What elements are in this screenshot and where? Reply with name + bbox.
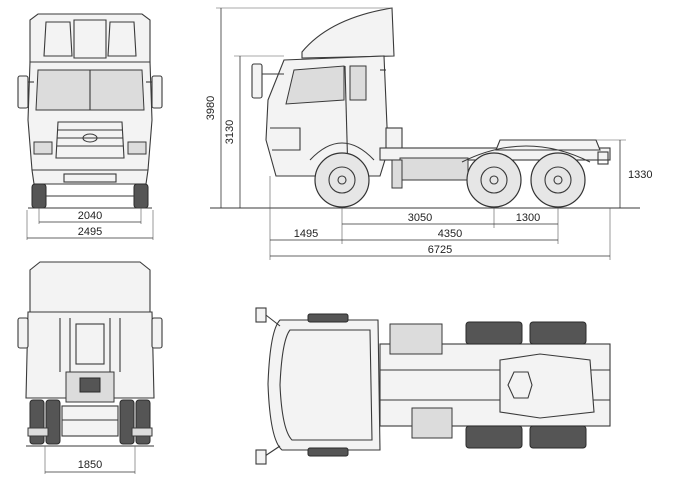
front-width-dimensions (26, 208, 154, 240)
rear-track-dimension (44, 446, 136, 474)
dim-front-track: 2040 (78, 210, 102, 222)
dim-wheelbase: 4350 (438, 228, 462, 240)
side-length-dimensions (269, 176, 611, 260)
front-view (17, 13, 163, 209)
dim-rear-track: 1850 (78, 459, 102, 471)
dim-overall-width: 2495 (78, 226, 102, 238)
side-height-dimensions (216, 7, 626, 208)
dim-axle-spacing: 3050 (408, 212, 432, 224)
dim-rear-axle-spacing: 1300 (516, 212, 540, 224)
rear-view (17, 261, 163, 447)
dim-overall-height: 3980 (205, 96, 217, 120)
dim-front-overhang: 1495 (294, 228, 318, 240)
top-view (255, 307, 611, 465)
dim-overall-length: 6725 (428, 244, 452, 256)
side-view (210, 7, 640, 209)
dim-cab-height: 3130 (224, 120, 236, 144)
dim-fifth-wheel-height: 1330 (628, 169, 652, 181)
